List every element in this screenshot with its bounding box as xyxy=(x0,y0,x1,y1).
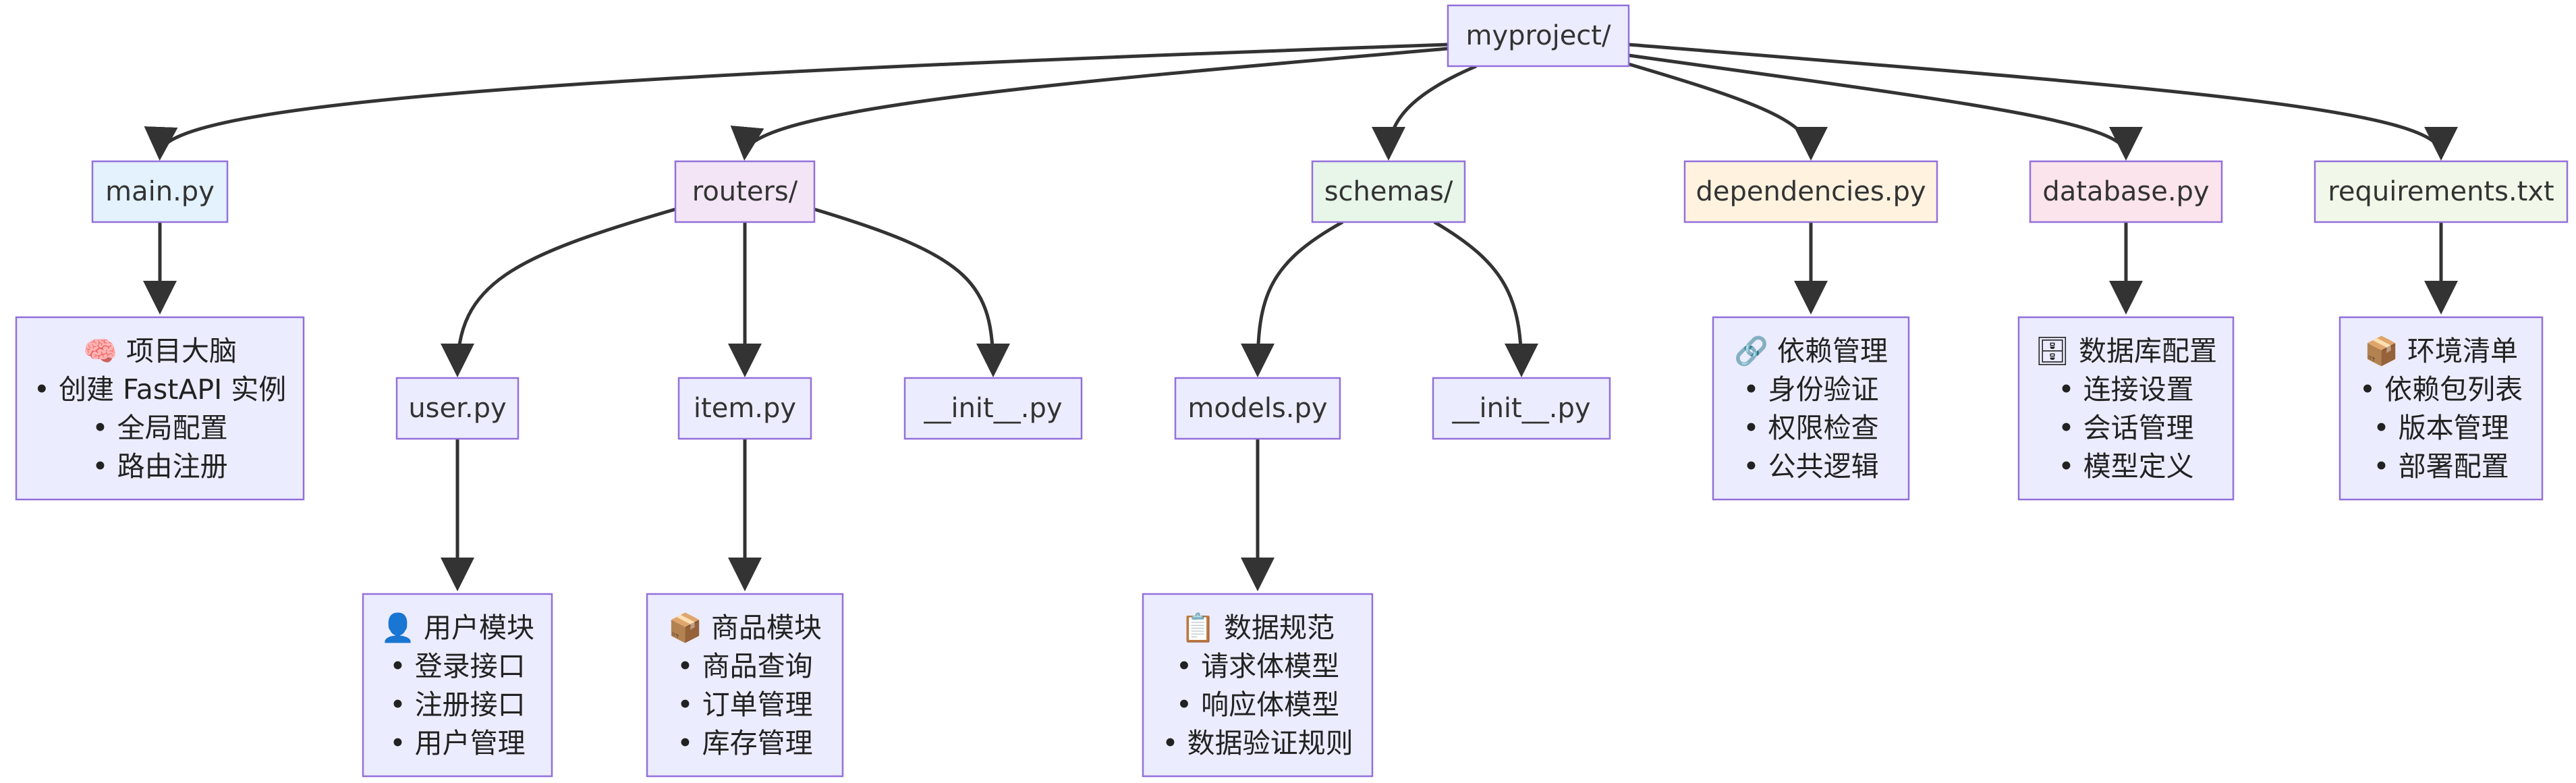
note-requirements-note: 📦 环境清单 • 依赖包列表 • 版本管理 • 部署配置 xyxy=(2339,316,2544,501)
edge-arrow xyxy=(1628,62,1828,161)
clipboard-icon: 📋 数据规范 xyxy=(1181,612,1335,644)
node-root: myproject/ xyxy=(1447,4,1630,68)
node-label: user.py xyxy=(408,393,506,424)
note-line: • 连接设置 xyxy=(2058,373,2193,406)
edge-arrow xyxy=(730,47,1449,161)
node-box xyxy=(395,377,520,440)
note-line: • 依赖包列表 xyxy=(2359,373,2523,406)
note-box xyxy=(15,316,305,501)
note-line: • 部署配置 xyxy=(2373,450,2509,483)
node-user: user.py xyxy=(395,377,520,440)
node-box xyxy=(91,160,229,223)
note-line: • 会话管理 xyxy=(2058,412,2193,444)
note-line: • 身份验证 xyxy=(1743,373,1878,406)
note-box xyxy=(1142,593,1374,778)
node-requirements: requirements.txt xyxy=(2314,160,2569,223)
note-line: • 全局配置 xyxy=(92,412,227,444)
note-line: • 模型定义 xyxy=(2058,450,2193,483)
node-label: dependencies.py xyxy=(1696,176,1926,207)
edge-arrow xyxy=(441,207,676,377)
node-box xyxy=(2314,160,2569,223)
user-icon: 👤 用户模块 xyxy=(381,612,534,644)
nodes-layer: myproject/main.py routers/schemas/depende… xyxy=(15,4,2569,778)
note-item-note: 📦 商品模块 • 商品查询 • 订单管理 • 库存管理 xyxy=(646,593,844,778)
note-line: • 路由注册 xyxy=(92,450,227,483)
node-models: models.py xyxy=(1174,377,1341,440)
note-line: • 订单管理 xyxy=(677,688,812,721)
note-line: • 请求体模型 xyxy=(1176,650,1339,682)
note-box xyxy=(1712,316,1910,501)
edge-arrow xyxy=(1241,220,1344,377)
node-label: models.py xyxy=(1187,393,1327,424)
note-line: • 注册接口 xyxy=(389,688,525,721)
note-main-note: 🧠 项目大脑 • 创建 FastAPI 实例 • 全局配置 • 路由注册 xyxy=(15,316,305,501)
node-label: __init__.py xyxy=(1451,393,1590,424)
node-box xyxy=(674,160,816,223)
note-user-note: 👤 用户模块 • 登录接口 • 注册接口 • 用户管理 xyxy=(362,593,553,778)
node-label: main.py xyxy=(105,176,215,207)
link-icon: 🔗 依赖管理 xyxy=(1734,334,1888,368)
package-icon: 📦 商品模块 xyxy=(668,612,822,644)
edges-layer xyxy=(143,43,2458,591)
node-main: main.py xyxy=(91,160,229,223)
node-box xyxy=(1432,377,1611,440)
note-database-note: 🗄 数据库配置 • 连接设置 • 会话管理 • 模型定义 xyxy=(2017,316,2235,501)
edge-arrow xyxy=(814,207,1010,377)
edge-arrow xyxy=(1372,64,1477,161)
edge-arrow xyxy=(1433,220,1538,377)
node-dependencies: dependencies.py xyxy=(1683,160,1938,223)
node-label: routers/ xyxy=(692,176,798,207)
node-box xyxy=(677,377,812,440)
node-label: item.py xyxy=(694,393,796,424)
note-box xyxy=(2339,316,2544,501)
note-box xyxy=(646,593,844,778)
node-label: myproject/ xyxy=(1466,20,1611,51)
note-line: • 登录接口 xyxy=(389,650,525,682)
node-label: requirements.txt xyxy=(2328,176,2554,207)
note-line: • 版本管理 xyxy=(2373,412,2509,444)
note-line: • 用户管理 xyxy=(389,727,525,759)
node-box xyxy=(903,377,1083,440)
node-label: schemas/ xyxy=(1324,176,1453,207)
node-item: item.py xyxy=(677,377,812,440)
note-line: • 数据验证规则 xyxy=(1162,727,1353,759)
node-box xyxy=(1683,160,1938,223)
note-line: • 响应体模型 xyxy=(1176,688,1339,721)
brain-icon: 🧠 项目大脑 xyxy=(83,335,237,367)
node-label: __init__.py xyxy=(923,393,1062,424)
node-routers: routers/ xyxy=(674,160,816,223)
note-models-note: 📋 数据规范 • 请求体模型 • 响应体模型 • 数据验证规则 xyxy=(1142,593,1374,778)
node-box xyxy=(1311,160,1466,223)
node-box xyxy=(1447,4,1630,68)
note-line: • 公共逻辑 xyxy=(1743,450,1878,483)
note-box xyxy=(2017,316,2235,501)
note-line: • 创建 FastAPI 实例 xyxy=(34,373,287,406)
note-line: • 库存管理 xyxy=(677,727,812,759)
note-dependencies-note: 🔗 依赖管理 • 身份验证 • 权限检查 • 公共逻辑 xyxy=(1712,316,1910,501)
edge-arrow xyxy=(144,43,1449,161)
edge-arrow xyxy=(1628,53,2143,161)
node-database: database.py xyxy=(2029,160,2223,223)
database-icon: 🗄 数据库配置 xyxy=(2035,335,2217,367)
note-box xyxy=(362,593,553,778)
node-schemas: schemas/ xyxy=(1311,160,1466,223)
note-line: • 商品查询 xyxy=(677,650,812,682)
node-label: database.py xyxy=(2042,176,2209,207)
package-icon: 📦 环境清单 xyxy=(2364,335,2518,367)
edge-arrow xyxy=(1628,43,2458,161)
node-box xyxy=(1174,377,1341,440)
node-box xyxy=(2029,160,2223,223)
note-line: • 权限检查 xyxy=(1743,412,1878,444)
node-schemas-init: __init__.py xyxy=(1432,377,1611,440)
node-routers-init: __init__.py xyxy=(903,377,1083,440)
